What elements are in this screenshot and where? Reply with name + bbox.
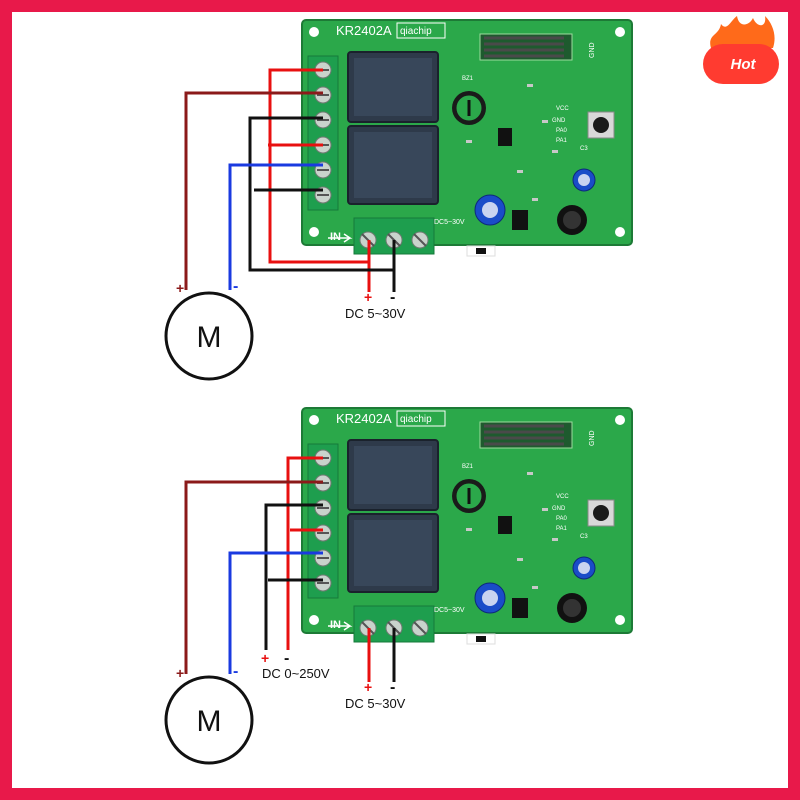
board-model-1: KR2402A (336, 23, 392, 38)
supply-minus-2: - (390, 679, 395, 696)
input-voltage-mark-1: DC5~30V (434, 219, 465, 226)
input-label-1: IN (330, 231, 341, 243)
supply-plus-1: + (364, 289, 372, 305)
relay-board-1 (300, 18, 634, 258)
pcb-label-pa1-1: PA1 (556, 138, 568, 144)
supply-plus-2: + (364, 679, 372, 695)
pcb-label-c3-1: C3 (580, 146, 588, 152)
wire-blue-1 (228, 163, 323, 290)
pcb-label-pa0-1: PA0 (556, 128, 568, 134)
badge-label: Hot (730, 56, 756, 73)
load-plus-2: + (261, 650, 269, 666)
motor-label-2: M (197, 705, 222, 738)
pcb-label-vcc-1: VCC (556, 106, 569, 112)
hot-badge (703, 16, 779, 84)
pcb-label-pa0-2: PA0 (556, 516, 568, 522)
wire-red-load-2 (286, 456, 323, 650)
pcb-label-gnd-1: GND (589, 42, 596, 58)
motor-1 (164, 291, 254, 381)
diagram-1: KR2402A qiachip IN DC5~30V BZ1 GND VCC G… (164, 18, 634, 381)
pcb-label-gnd-2: GND (589, 430, 596, 446)
pcb-label-pa1-2: PA1 (556, 526, 568, 532)
pcb-label-gnd2-1: GND (552, 118, 566, 124)
supply-label-1: DC 5~30V (345, 306, 406, 321)
motor-minus-2: - (233, 663, 238, 680)
relay-board-2 (300, 406, 634, 646)
supply-minus-1: - (390, 289, 395, 306)
wire-blue-2 (228, 551, 323, 674)
badge-pill (703, 44, 779, 84)
input-voltage-mark-2: DC5~30V (434, 607, 465, 614)
motor-minus-1: - (233, 278, 238, 295)
board-brand-2: qiachip (400, 414, 432, 425)
motor-2 (164, 675, 254, 765)
supply-label-2: DC 5~30V (345, 696, 406, 711)
board-model-2: KR2402A (336, 411, 392, 426)
diagram-2: KR2402A qiachip IN DC5~30V BZ1 GND VCC G… (164, 406, 634, 765)
motor-label-1: M (197, 321, 222, 354)
input-label-2: IN (330, 619, 341, 631)
motor-plus-2: + (176, 665, 184, 681)
board-brand-1: qiachip (400, 26, 432, 37)
motor-plus-1: + (176, 280, 184, 296)
wire-brown-1 (184, 91, 323, 290)
wire-black-load-2 (264, 503, 323, 650)
load-minus-2: - (284, 650, 289, 667)
pcb-label-bz-2: BZ1 (462, 464, 474, 470)
wire-brown-2 (184, 480, 323, 674)
load-label-2: DC 0~250V (262, 666, 330, 681)
pcb-label-vcc-2: VCC (556, 494, 569, 500)
pcb-label-bz-1: BZ1 (462, 76, 474, 82)
flame-icon (710, 16, 775, 48)
pcb-label-gnd2-2: GND (552, 506, 566, 512)
pcb-label-c3-2: C3 (580, 534, 588, 540)
